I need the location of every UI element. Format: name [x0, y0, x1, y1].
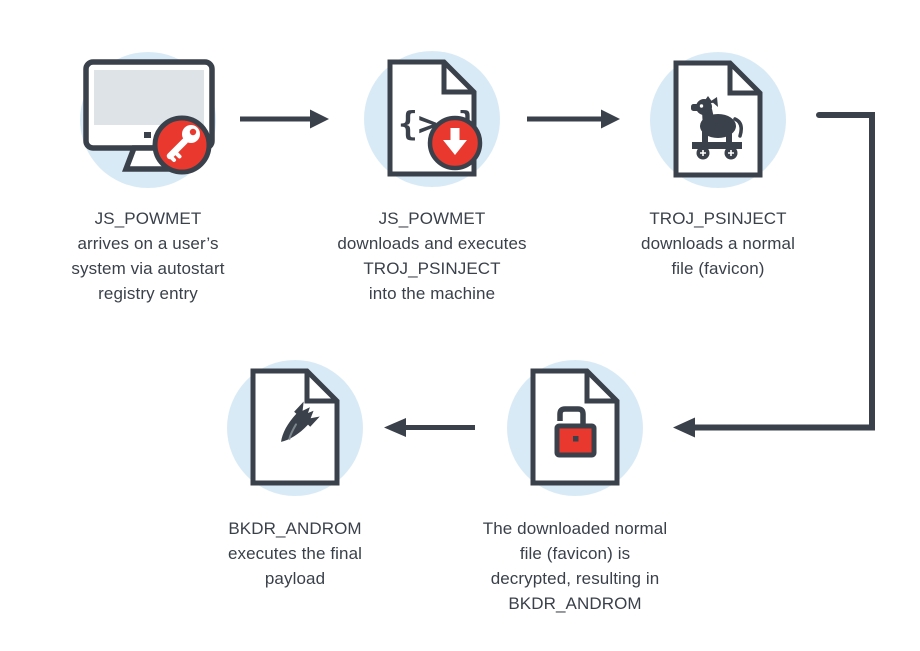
arrow-step1-to-step2: [240, 109, 329, 129]
node-circle: [80, 52, 216, 188]
arrow-step2-to-step3: [527, 109, 620, 129]
script-file-download-icon: {> }: [387, 59, 483, 177]
open-padlock-glyph: [554, 406, 597, 458]
node-caption: JS_POWMET downloads and executes TROJ_PS…: [337, 209, 527, 303]
node-circle: [650, 52, 786, 188]
trojan-file-icon: [673, 60, 763, 178]
bomb-file-icon: [250, 368, 340, 486]
node-circle: [227, 360, 363, 496]
node-caption: BKDR_ANDROM executes the final payload: [227, 519, 363, 588]
node-circle: [507, 360, 643, 496]
node-caption: The downloaded normal file (favicon) is …: [482, 519, 668, 613]
node-circle: {> }: [364, 51, 500, 187]
node-caption: JS_POWMET arrives on a user’s system via…: [71, 209, 225, 303]
trojan-horse-glyph: [691, 96, 743, 160]
node-caption: TROJ_PSINJECT downloads a normal file (f…: [641, 209, 795, 278]
arrow-step4-to-step5: [384, 418, 475, 437]
bomb-glyph: [281, 401, 320, 442]
computer-key-icon: [83, 59, 215, 175]
unlocked-file-icon: [530, 368, 620, 486]
